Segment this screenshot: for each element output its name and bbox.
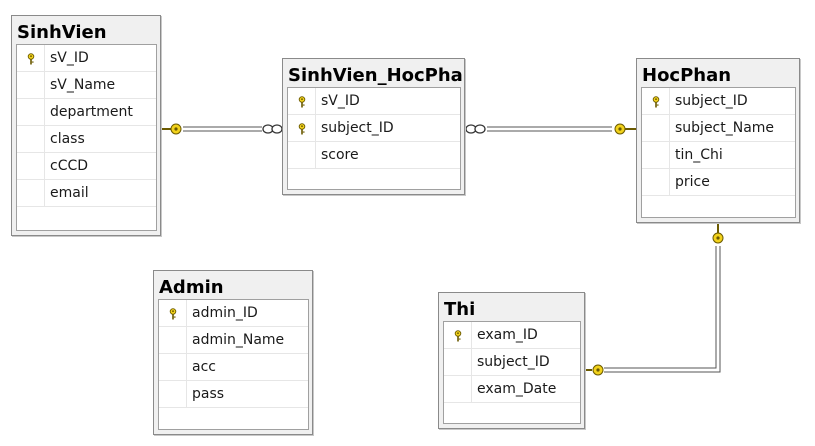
column-row[interactable]: sV_ID <box>288 88 460 115</box>
key-icon <box>160 123 182 135</box>
column-name: exam_ID <box>477 327 538 343</box>
column-name: class <box>50 131 85 147</box>
column-list: subject_ID subject_Name tin_Chi price <box>641 87 796 218</box>
column-name: cCCD <box>50 158 89 174</box>
table-title: SinhVien_HocPhan <box>288 65 464 86</box>
column-name: price <box>675 174 710 190</box>
column-name: tin_Chi <box>675 147 723 163</box>
column-name: score <box>321 147 359 163</box>
column-name: subject_ID <box>477 354 550 370</box>
column-row[interactable]: score <box>288 142 460 169</box>
primary-key-icon <box>652 96 660 108</box>
column-name: sV_ID <box>321 93 360 109</box>
column-row[interactable]: tin_Chi <box>642 142 795 169</box>
column-name: admin_ID <box>192 305 258 321</box>
column-row[interactable]: department <box>17 99 156 126</box>
relationship-hocphan-thi[interactable] <box>585 223 724 376</box>
primary-key-icon <box>169 308 177 320</box>
primary-key-icon <box>27 53 35 65</box>
column-row[interactable]: sV_ID <box>17 45 156 72</box>
column-row[interactable]: exam_ID <box>444 322 580 349</box>
column-row[interactable]: subject_ID <box>444 349 580 376</box>
column-name: subject_ID <box>321 120 394 136</box>
table-title: HocPhan <box>642 65 732 86</box>
column-list: exam_ID subject_ID exam_Date <box>443 321 581 424</box>
column-row[interactable]: subject_ID <box>642 88 795 115</box>
column-row[interactable]: subject_Name <box>642 115 795 142</box>
column-row[interactable]: price <box>642 169 795 196</box>
column-list: sV_ID subject_ID score <box>287 87 461 190</box>
column-row[interactable]: admin_Name <box>159 327 308 354</box>
column-row[interactable]: pass <box>159 381 308 408</box>
column-row[interactable]: email <box>17 180 156 207</box>
table-sinhvien[interactable]: SinhVien sV_ID sV_Name department class … <box>11 15 161 236</box>
primary-key-icon <box>298 123 306 135</box>
column-row[interactable]: subject_ID <box>288 115 460 142</box>
key-icon <box>585 364 604 376</box>
column-name: subject_ID <box>675 93 748 109</box>
column-name: subject_Name <box>675 120 775 136</box>
column-row[interactable]: admin_ID <box>159 300 308 327</box>
column-name: sV_Name <box>50 77 116 93</box>
column-row[interactable]: sV_Name <box>17 72 156 99</box>
table-hocphan[interactable]: HocPhan subject_ID subject_Name tin_Chi … <box>636 58 800 223</box>
primary-key-icon <box>298 96 306 108</box>
column-name: exam_Date <box>477 381 557 397</box>
infinity-icon <box>262 124 284 134</box>
column-row[interactable]: class <box>17 126 156 153</box>
column-name: department <box>50 104 133 120</box>
column-name: pass <box>192 386 225 402</box>
primary-key-icon <box>454 330 462 342</box>
table-title: SinhVien <box>17 22 107 43</box>
relationship-hocphan-sinhvien-hocphan[interactable] <box>463 123 636 135</box>
column-list: sV_ID sV_Name department class cCCD emai… <box>16 44 157 231</box>
key-icon <box>614 123 636 135</box>
infinity-icon <box>463 124 486 134</box>
column-name: email <box>50 185 89 201</box>
column-row[interactable]: cCCD <box>17 153 156 180</box>
column-name: sV_ID <box>50 50 89 66</box>
table-title: Admin <box>159 277 224 298</box>
column-list: admin_ID admin_Name acc pass <box>158 299 309 430</box>
relationship-sinhvien-sinhvien-hocphan[interactable] <box>160 123 284 135</box>
column-name: admin_Name <box>192 332 285 348</box>
table-title: Thi <box>444 299 476 320</box>
table-sinhvien-hocphan[interactable]: SinhVien_HocPhan sV_ID subject_ID score <box>282 58 465 195</box>
key-icon <box>712 223 724 244</box>
column-row[interactable]: exam_Date <box>444 376 580 403</box>
column-row[interactable]: acc <box>159 354 308 381</box>
column-name: acc <box>192 359 216 375</box>
table-thi[interactable]: Thi exam_ID subject_ID exam_Date <box>438 292 585 429</box>
table-admin[interactable]: Admin admin_ID admin_Name acc pass <box>153 270 313 435</box>
